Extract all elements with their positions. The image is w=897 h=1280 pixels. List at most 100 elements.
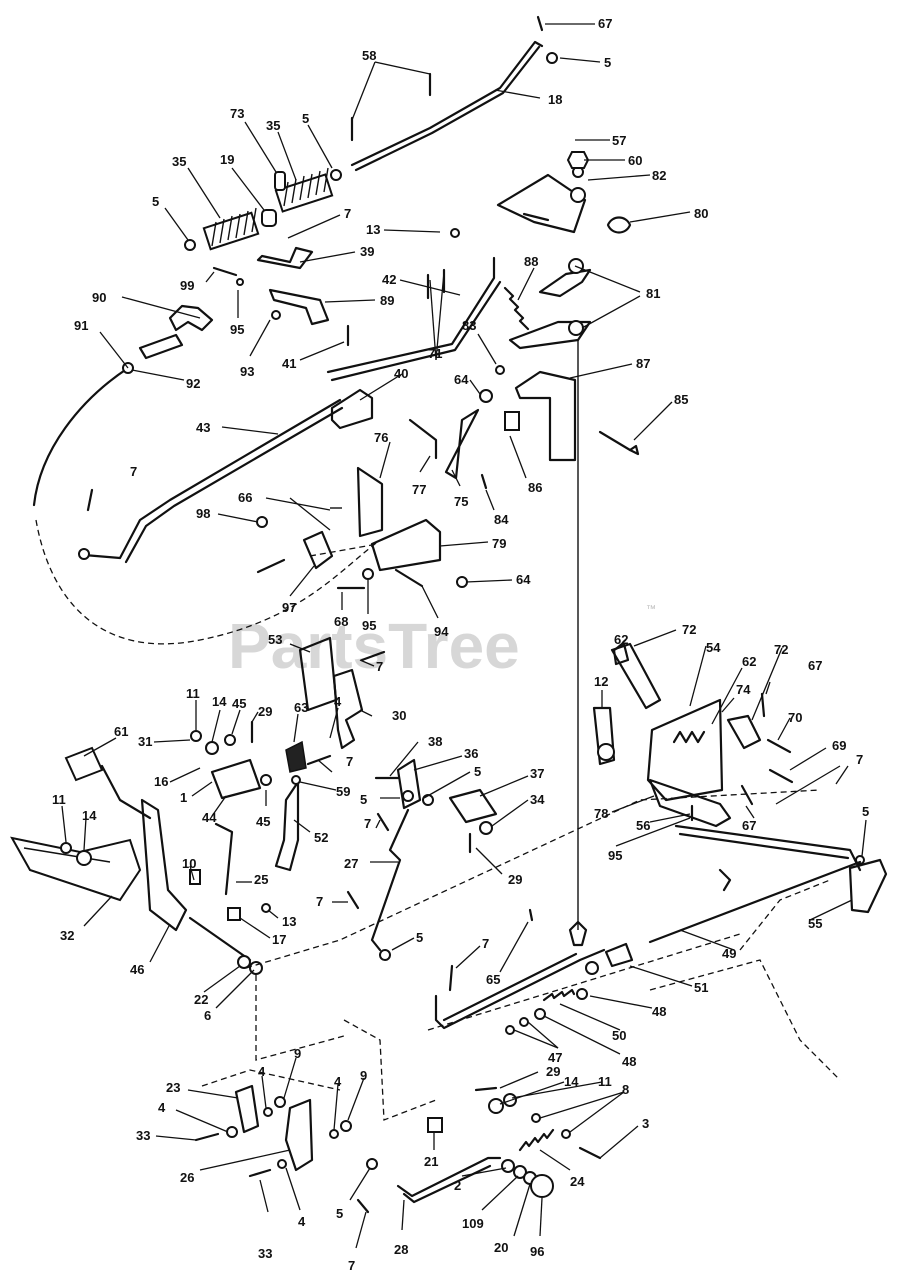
- callout-6: 6: [204, 1008, 211, 1023]
- callout-29: 29: [508, 872, 522, 887]
- block-40: [330, 388, 374, 430]
- callout-77: 77: [412, 482, 426, 497]
- callout-11: 11: [186, 686, 200, 701]
- callout-37: 37: [530, 766, 544, 781]
- pin-65: [528, 908, 534, 922]
- spring-35-left: [202, 207, 260, 251]
- bolt-33: [194, 1132, 220, 1142]
- callout-13: 13: [282, 914, 296, 929]
- callout-90: 90: [92, 290, 106, 305]
- plate-21: [427, 1117, 443, 1133]
- lever-62: [610, 642, 662, 710]
- callout-29: 29: [258, 704, 272, 719]
- rod-49: [648, 860, 862, 944]
- callout-7: 7: [364, 816, 371, 831]
- callout-7: 7: [130, 464, 137, 479]
- callout-85: 85: [674, 392, 688, 407]
- callout-29: 29: [546, 1064, 560, 1079]
- callout-5: 5: [604, 55, 611, 70]
- washer-47: [519, 1017, 529, 1027]
- callout-67: 67: [598, 16, 612, 31]
- callout-43: 43: [196, 420, 210, 435]
- callout-1: 1: [180, 790, 187, 805]
- callout-95: 95: [230, 322, 244, 337]
- callout-4: 4: [298, 1214, 306, 1229]
- callout-35: 35: [172, 154, 186, 169]
- spring-35-right: [274, 167, 334, 213]
- callout-64: 64: [516, 572, 531, 587]
- shaft-61: [100, 764, 152, 820]
- callout-11: 11: [598, 1074, 612, 1089]
- callout-9: 9: [294, 1046, 301, 1061]
- lever-46: [140, 798, 188, 932]
- callout-80: 80: [694, 206, 708, 221]
- callout-98: 98: [196, 506, 210, 521]
- bolt-73: [274, 171, 286, 191]
- callout-24: 24: [570, 1174, 585, 1189]
- nut-8: [561, 1129, 571, 1139]
- callout-84: 84: [494, 512, 509, 527]
- callout-17: 17: [272, 932, 286, 947]
- washer-109: [513, 1165, 527, 1179]
- watermark-text: PartsTree: [228, 610, 520, 682]
- callout-38: 38: [428, 734, 442, 749]
- spring-24: [518, 1128, 555, 1152]
- callout-50: 50: [612, 1028, 626, 1043]
- nut-93: [271, 310, 281, 320]
- clip-13: [450, 228, 460, 238]
- callout-5: 5: [302, 111, 309, 126]
- bracket-77: [408, 418, 438, 460]
- callout-labels: 67 5 58 18 73 35 5 35 19 5 7 13 57 60 82…: [52, 16, 869, 1273]
- knob-63: [285, 740, 307, 773]
- callout-86: 86: [528, 480, 542, 495]
- callout-87: 87: [636, 356, 650, 371]
- callout-7: 7: [316, 894, 323, 909]
- washer-47: [505, 1025, 515, 1035]
- block-44: [210, 758, 262, 800]
- pedal-32: [10, 836, 142, 902]
- bolt-97: [256, 558, 286, 574]
- rod-27: [370, 808, 410, 952]
- bolt-29: [474, 1086, 498, 1092]
- pin-70: [766, 738, 792, 754]
- plate-56: [648, 778, 732, 828]
- callout-59: 59: [336, 784, 350, 799]
- washer-48: [534, 1008, 546, 1020]
- callout-47: 47: [548, 1050, 562, 1065]
- callout-63: 63: [294, 700, 308, 715]
- callout-53: 53: [268, 632, 282, 647]
- callout-14: 14: [82, 808, 97, 823]
- callout-30: 30: [392, 708, 406, 723]
- callout-81: 81: [646, 286, 660, 301]
- bushing-17: [227, 907, 241, 921]
- washer-95: [362, 568, 374, 580]
- callout-32: 32: [60, 928, 74, 943]
- bracket-89: [268, 288, 330, 326]
- washer-14: [488, 1098, 504, 1114]
- callout-60: 60: [628, 153, 642, 168]
- callout-66: 66: [238, 490, 252, 505]
- callout-3: 3: [642, 1116, 649, 1131]
- parts-illustration: [10, 15, 888, 1214]
- nut-9: [274, 1096, 286, 1108]
- callout-7: 7: [482, 936, 489, 951]
- cotter-7: [346, 890, 360, 910]
- cotter-7: [448, 964, 454, 992]
- cotter-7: [306, 754, 332, 766]
- callout-82: 82: [652, 168, 666, 183]
- callout-16: 16: [154, 774, 168, 789]
- rod-43: [82, 398, 342, 560]
- rod-25: [214, 822, 234, 896]
- callout-35: 35: [266, 118, 280, 133]
- washer-5: [184, 239, 196, 251]
- callout-62: 62: [742, 654, 756, 669]
- callout-94: 94: [434, 624, 449, 639]
- callout-5: 5: [360, 792, 367, 807]
- callout-58: 58: [362, 48, 376, 63]
- callout-78: 78: [594, 806, 608, 821]
- callout-95: 95: [362, 618, 376, 633]
- rod-28: [396, 1156, 502, 1198]
- callout-83: 83: [462, 318, 476, 333]
- leader-lines: [61, 23, 867, 1249]
- callout-109: 109: [462, 1216, 484, 1231]
